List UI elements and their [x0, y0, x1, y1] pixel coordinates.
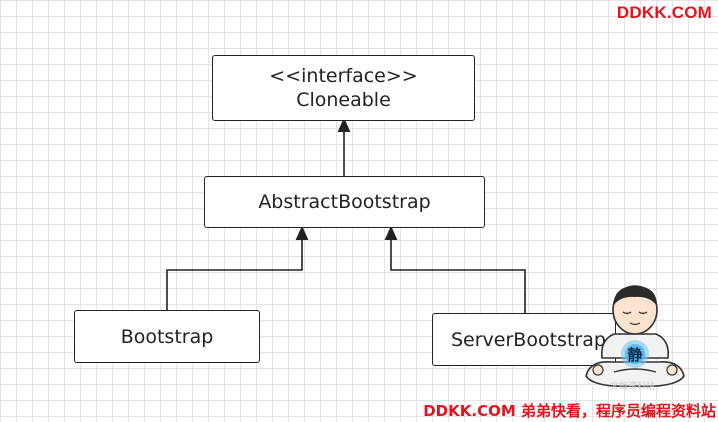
- edge-server-to-abstract: [384, 225, 526, 313]
- watermark-bottom: DDKK.COM 弟弟快看，程序员编程资料站: [423, 402, 716, 420]
- node-cloneable-name: Cloneable: [296, 89, 391, 111]
- node-bootstrap-name: Bootstrap: [120, 325, 214, 348]
- edge-bootstrap-to-abstract: [166, 225, 309, 310]
- mascot-caption: 文档资料站: [610, 382, 656, 392]
- node-abstract-bootstrap-name: AbstractBootstrap: [258, 191, 431, 213]
- node-cloneable-stereotype: <<interface>>: [269, 65, 418, 87]
- meditating-mascot-icon: 静: [585, 285, 685, 388]
- node-bootstrap: Bootstrap: [74, 310, 260, 363]
- mascot-badge-char: 静: [627, 346, 642, 364]
- node-server-bootstrap-name: ServerBootstrap: [451, 328, 606, 351]
- node-server-bootstrap: ServerBootstrap: [432, 313, 616, 366]
- node-abstract-bootstrap: AbstractBootstrap: [204, 176, 485, 228]
- watermark-top: DDKK.COM: [616, 3, 712, 22]
- node-cloneable: <<interface>> Cloneable: [212, 55, 475, 121]
